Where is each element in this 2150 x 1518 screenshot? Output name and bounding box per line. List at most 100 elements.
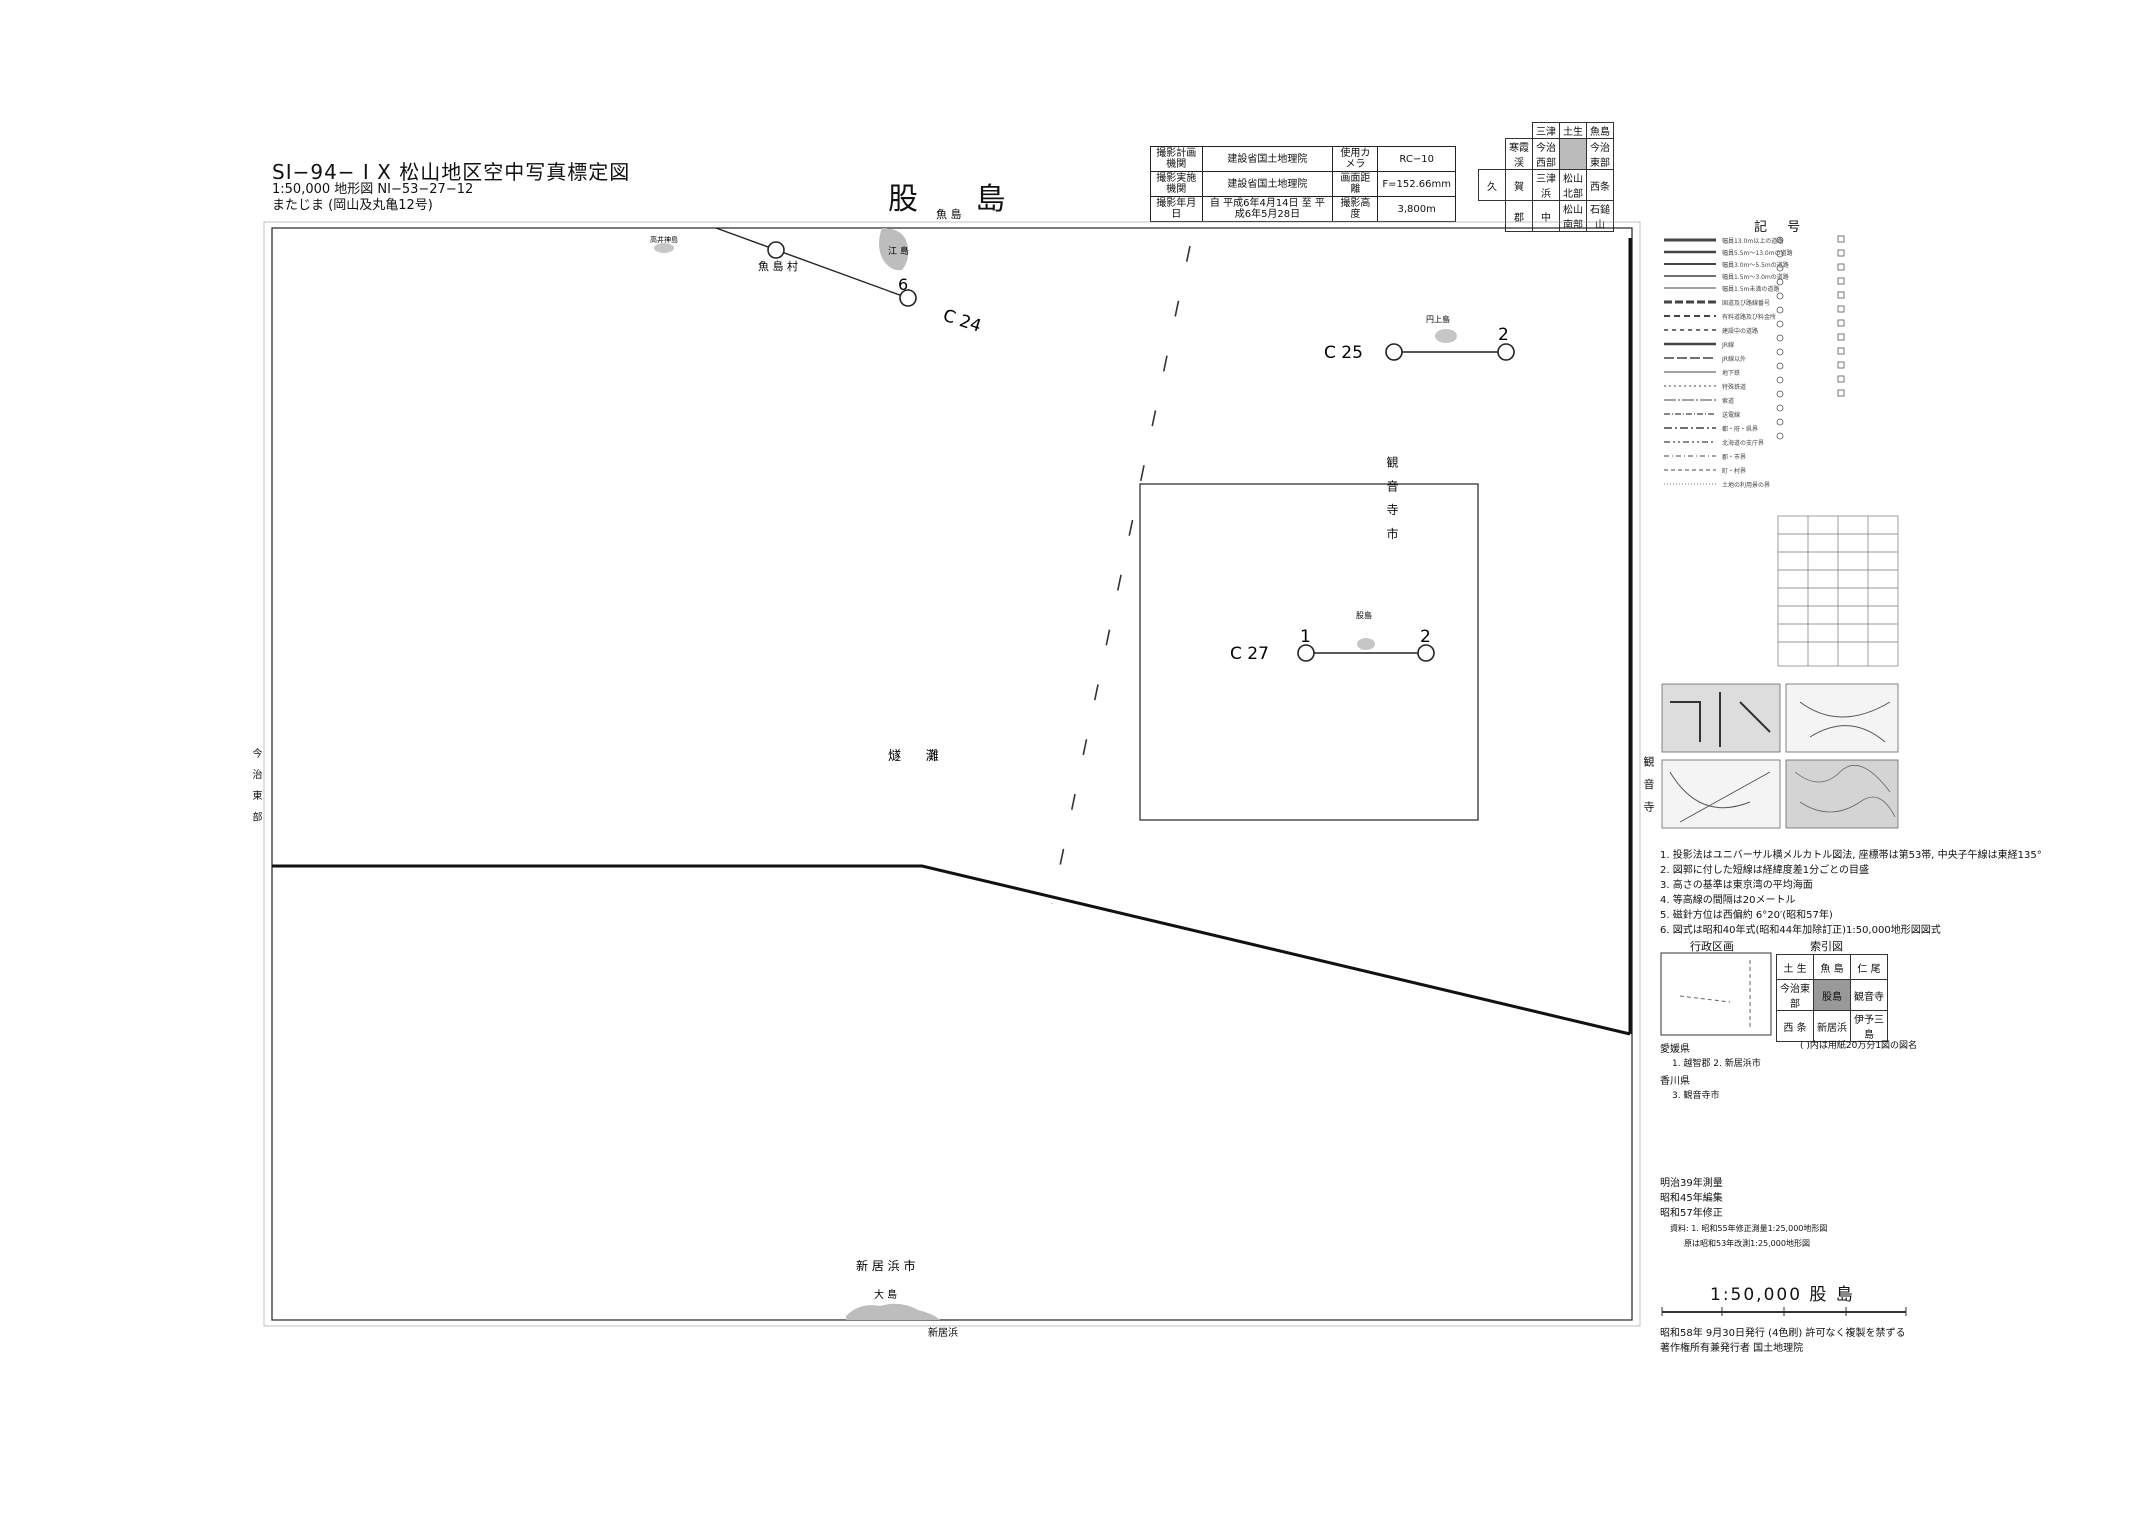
survey-source: 原は昭和53年改測1:25,000地形図	[1684, 1239, 1810, 1248]
note-line: 4. 等高線の間隔は20メートル	[1660, 895, 1796, 906]
legend-line-label: 都・府・県界	[1722, 425, 1758, 433]
info-cell: F=152.66mm	[1377, 171, 1456, 197]
island-enjoshima	[1435, 329, 1457, 343]
legend-line-label: 郡・市界	[1722, 453, 1746, 461]
info-cell: 自 平成6年4月14日 至 平成6年5月28日	[1201, 196, 1334, 222]
course-c24-point	[899, 289, 917, 307]
index-cell-current: 股島	[1813, 979, 1851, 1011]
publisher-line: 著作権所有兼発行者 国土地理院	[1660, 1343, 1804, 1354]
admin-kagawa: 香川県	[1660, 1076, 1690, 1087]
label-takaikamishima: 高井神島	[650, 235, 678, 244]
course-c25-end-label: 2	[1498, 325, 1509, 345]
admin-ehime: 愛媛県	[1660, 1044, 1690, 1055]
map-title: SI−94− I X 松山地区空中写真標定図	[272, 160, 631, 184]
island-oshima	[846, 1303, 940, 1320]
legend-line-label: 町・村界	[1722, 467, 1746, 475]
legend-panel: 幅員13.0m以上の道路 幅員5.5m～13.0mの道路 幅員3.0m～5.5m…	[1660, 232, 1900, 832]
legend-line-label: 送電線	[1722, 411, 1740, 419]
index-title: 索引図	[1810, 940, 1843, 953]
survey-history: 明治39年測量 昭和45年編集 昭和57年修正 資料: 1. 昭和55年修正測量…	[1660, 1176, 1827, 1251]
prefecture-boundary-south	[272, 864, 1631, 1036]
survey-line: 昭和57年修正	[1660, 1208, 1723, 1219]
label-kanonji-city: 観 音 寺 市	[1385, 456, 1399, 544]
island-matajima	[1357, 638, 1375, 650]
legend-line-label: 国道及び路線番号	[1722, 299, 1770, 307]
adj-cell: 今治東部	[1586, 138, 1614, 170]
course-c27-end-label: 2	[1420, 627, 1431, 647]
map-subtitle-1: 1:50,000 地形図 NI−53−27−12	[272, 182, 474, 197]
scale-bar	[1661, 1307, 1907, 1316]
survey-line: 明治39年測量	[1660, 1178, 1723, 1189]
index-cell: 西 条	[1776, 1010, 1814, 1042]
legend-line-label: 特殊鉄道	[1722, 383, 1746, 391]
course-c25-point	[1497, 343, 1515, 361]
label-matajima: 股島	[1356, 610, 1372, 620]
adj-cell: 寒霞渓	[1505, 138, 1533, 170]
note-line: 3. 高さの基準は東京湾の平均海面	[1660, 880, 1813, 891]
info-cell: 建設省国土地理院	[1201, 171, 1334, 197]
index-cell: 新居浜	[1813, 1010, 1851, 1042]
index-cell: 観音寺	[1850, 979, 1888, 1011]
note-line: 6. 図式は昭和40年式(昭和44年加除訂正)1:50,000地形図図式	[1660, 925, 1941, 936]
legend-line-label: 幅員13.0m以上の道路	[1722, 237, 1783, 245]
label-imabari-east-edge: 今 治 東 部	[250, 748, 261, 826]
legend-line-label: 幅員3.0m～5.5mの道路	[1722, 261, 1789, 269]
course-c24-line	[715, 227, 909, 299]
label-uoshima: 魚 島	[936, 207, 962, 221]
info-cell: 使用カメラ	[1332, 146, 1379, 172]
adj-cell: 西条	[1586, 169, 1614, 201]
admin-title: 行政区画	[1690, 940, 1734, 953]
map-frame	[271, 227, 1633, 1321]
photo-info-table: 撮影計画機関 建設省国土地理院 使用カメラ RC−10 撮影実施機関 建設省国土…	[1150, 146, 1456, 222]
index-map-table: 土 生 魚 島 仁 尾 今治東部 股島 観音寺 西 条 新居浜 伊予三島	[1776, 954, 1888, 1042]
legend-line-label: 索道	[1722, 397, 1734, 405]
legend-symbols: 幅員13.0m以上の道路 幅員5.5m～13.0mの道路 幅員3.0m～5.5m…	[1661, 235, 1899, 829]
legend-line-label: 幅員1.5m～3.0mの道路	[1722, 273, 1789, 281]
legend-line-label: 建設中の道路	[1722, 327, 1758, 335]
island-takaikamishima	[654, 243, 674, 253]
note-line: 2. 図郭に付した短線は経緯度差1分ごとの目盛	[1660, 865, 1869, 876]
legend-line-label: 幅員5.5m～13.0mの道路	[1722, 249, 1793, 257]
survey-line: 昭和45年編集	[1660, 1193, 1723, 1204]
adjacent-sheets-table: 三津 土生 魚島 寒霞渓 今治西部 今治東部 久 賀 三津浜 松山北部 西条 郡…	[1478, 122, 1614, 232]
index-cell: 仁 尾	[1850, 954, 1888, 980]
adj-cell-current	[1559, 138, 1587, 170]
label-oshima: 大 島	[874, 1288, 897, 1301]
legend-line-label: 地下鉄	[1722, 369, 1740, 377]
info-cell: 撮影高度	[1332, 196, 1379, 222]
label-eshima: 江 島	[888, 245, 909, 257]
adj-cell: 三津浜	[1532, 169, 1560, 201]
survey-source: 資料: 1. 昭和55年修正測量1:25,000地形図	[1670, 1224, 1828, 1233]
island-eshima	[879, 228, 909, 271]
course-c27-point	[1297, 644, 1315, 662]
course-c24-point	[767, 241, 785, 259]
info-cell: RC−10	[1377, 146, 1456, 172]
admin-ehime-items: 1. 越智郡 2. 新居浜市	[1672, 1059, 1761, 1069]
index-cell: 土 生	[1776, 954, 1814, 980]
course-c24-start-label: 6	[898, 275, 908, 294]
label-tokase-sea: 燧 灘	[888, 749, 939, 764]
course-c27-point	[1417, 644, 1435, 662]
map-outer-frame	[263, 221, 1641, 1327]
legend-line-label: JR線	[1721, 341, 1734, 349]
legend-line-label: 有料道路及び料金所	[1722, 313, 1776, 321]
note-line: 5. 磁針方位は西偏約 6°20′(昭和57年)	[1660, 910, 1833, 921]
legend-line-label: JR線以外	[1721, 355, 1746, 363]
footer-scale-title: 1:50,000 股 島	[1710, 1285, 1855, 1305]
label-uoshima-village: 魚 島 村	[758, 259, 798, 273]
admin-map	[1660, 952, 1772, 1036]
adj-cell: 郡	[1505, 200, 1533, 232]
municipal-boundary	[1051, 245, 1191, 905]
index-cell: 魚 島	[1813, 954, 1851, 980]
info-cell: 3,800m	[1377, 196, 1456, 222]
published-line: 昭和58年 9月30日発行 (4色刷) 許可なく複製を禁ずる	[1660, 1328, 1906, 1339]
course-c24-name: C 24	[940, 306, 983, 337]
legend-line-label: 幅員1.5m未満の道路	[1722, 285, 1779, 293]
index-cell: 今治東部	[1776, 979, 1814, 1011]
index-note: ( )内は用紙20万分1図の図名	[1800, 1041, 1918, 1051]
legend-title: 記 号	[1754, 220, 1809, 235]
adj-cell: 賀	[1505, 169, 1533, 201]
map-subtitle-2: またじま (岡山及丸亀12号)	[272, 198, 433, 213]
label-niihama: 新居浜	[928, 1326, 958, 1339]
